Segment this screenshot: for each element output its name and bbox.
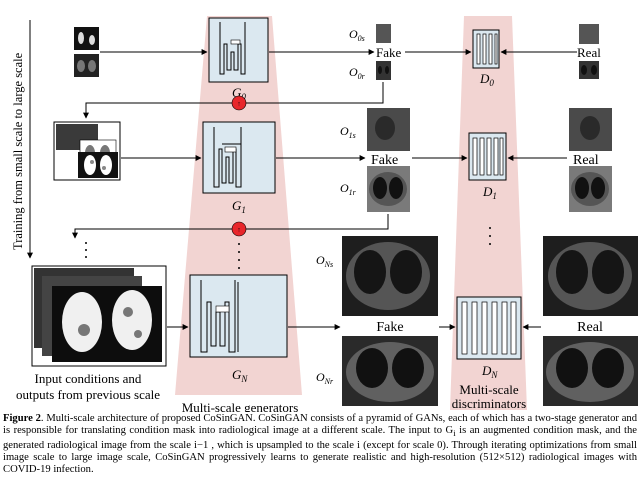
svg-text:↑: ↑ <box>237 100 241 108</box>
discriminator-d1-label: D1 <box>482 184 497 201</box>
discriminators-label-line1: Multi-scale <box>459 382 518 397</box>
fake-label-1: Fake <box>371 153 398 168</box>
scale-n-input <box>31 265 167 367</box>
training-label: Training from small scale to large scale <box>11 52 25 250</box>
fake-label-n: Fake <box>376 320 403 335</box>
generator-g1-label: G1 <box>232 198 246 215</box>
output-ons-label: ONs <box>316 253 333 269</box>
generator-g0 <box>208 17 269 83</box>
discriminator-dn-label: DN <box>481 363 498 380</box>
caption-subscript: i <box>453 428 456 439</box>
real-images-scale-1 <box>569 108 612 212</box>
output-onr-label: ONr <box>316 370 334 386</box>
fake-images-scale-n <box>342 236 438 406</box>
generator-gn <box>189 274 288 358</box>
output-o1s-label: O1s <box>340 124 356 140</box>
real-images-scale-n <box>543 236 638 406</box>
discriminator-d1 <box>468 132 507 181</box>
generator-g0-label: G0 <box>232 85 246 102</box>
fake-label-0: Fake <box>376 45 402 60</box>
figure-caption: Figure 2. Multi-scale architecture of pr… <box>3 413 637 476</box>
discriminator-d0-label: D0 <box>479 71 494 88</box>
real-label-0: Real <box>577 45 601 60</box>
discriminator-d0 <box>472 29 500 69</box>
ellipsis-dots <box>85 227 491 269</box>
upsample-icon-0 <box>231 95 247 111</box>
input-label-line1: Input conditions and <box>35 371 142 386</box>
caption-text-2: is an augmented condition mask, and the … <box>3 425 637 475</box>
fake-images-scale-1 <box>367 108 410 212</box>
output-o0s-label: O0s <box>349 27 365 43</box>
real-images-scale-0 <box>579 24 599 79</box>
architecture-diagram: Training from small scale to large scale… <box>11 16 638 412</box>
caption-text: . Multi-scale architecture of proposed C… <box>3 413 637 437</box>
output-o0r-label: O0r <box>349 65 366 81</box>
real-label-1: Real <box>573 153 599 168</box>
scale-1-input <box>53 121 121 181</box>
generator-gn-label: GN <box>232 367 248 384</box>
generators-label: Multi-scale generators <box>182 400 299 412</box>
discriminators-label-line2: discriminators <box>452 396 526 411</box>
svg-text:↑: ↑ <box>237 226 241 234</box>
upsample-icon-1 <box>231 221 247 237</box>
input-label-line2: outputs from previous scale <box>16 387 160 402</box>
discriminator-dn <box>456 296 522 360</box>
output-o1r-label: O1r <box>340 181 357 197</box>
fake-images-scale-0 <box>376 24 391 80</box>
caption-label: Figure 2 <box>3 413 41 424</box>
real-label-n: Real <box>577 320 603 335</box>
generator-g1 <box>202 121 276 194</box>
scale-0-input <box>74 27 99 77</box>
